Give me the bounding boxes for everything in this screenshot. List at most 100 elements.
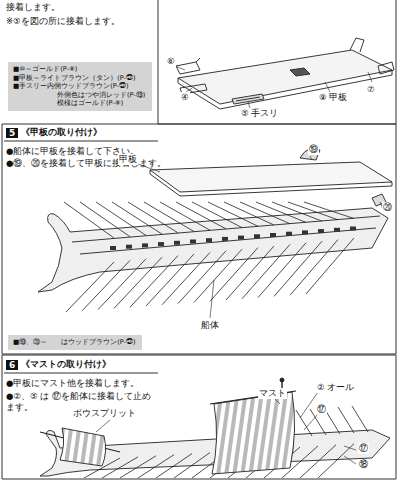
paint-note: ■甲板～ライトブラウン（タン）(P-㉗)	[13, 74, 147, 83]
step-title: 《甲板の取り付け》	[21, 127, 102, 139]
oar	[274, 241, 322, 296]
paint-note: ■⑲、⑳～ はウッドブラウン(P-㉗)	[13, 338, 137, 347]
callout-label: 甲板	[118, 154, 138, 165]
oar-port	[190, 240, 196, 244]
oar-port	[142, 243, 148, 247]
oar	[178, 251, 226, 304]
step-number: 6	[6, 360, 18, 370]
oar-port	[158, 242, 164, 246]
oar-port	[350, 227, 356, 231]
oar-port	[286, 232, 292, 236]
oar	[258, 243, 306, 298]
oar-port	[238, 236, 244, 240]
part-7	[378, 62, 394, 74]
callout-label: ⑰	[316, 404, 327, 415]
oar-port	[270, 233, 276, 237]
oar-port	[206, 238, 212, 242]
callout-label: ④	[180, 92, 190, 103]
step-frame	[2, 124, 396, 354]
oars	[64, 202, 354, 312]
callout-label: ⑨ 甲板	[318, 92, 348, 103]
instruction-text: ●甲板にマスト他を接着します。	[6, 378, 139, 389]
callout-label: マスト	[258, 388, 287, 399]
paint-note: ■手スリー内側ウッドブラウン(P-㉗)	[13, 82, 147, 91]
callout-label: 船体	[200, 320, 220, 331]
oar-port	[110, 246, 116, 250]
oar	[194, 249, 242, 302]
oar-ports	[110, 227, 356, 251]
paint-note-box: ■⑲、⑳～ はウッドブラウン(P-㉗)	[8, 335, 142, 350]
oar	[352, 406, 368, 432]
oar	[156, 454, 192, 478]
oar	[120, 456, 156, 478]
oar	[146, 254, 194, 306]
paint-note-box: ■⑩～ゴールド(P-⑧)■甲板～ライトブラウン（タン）(P-㉗)■手スリー内側ウ…	[8, 62, 152, 111]
oar	[296, 410, 312, 436]
leader-lines	[138, 156, 384, 318]
step-heading: 5《甲板の取り付け》	[4, 126, 104, 140]
mast-top	[280, 378, 284, 382]
oar-port	[254, 234, 260, 238]
callout-label: ⑳	[382, 202, 393, 213]
paint-note: 外側色はつや消レッド(P-⑬)	[13, 91, 147, 100]
oar	[290, 240, 338, 296]
main-sail	[212, 392, 295, 474]
step-frame	[2, 355, 396, 479]
instruction-text: ●⑲、⑳を接着して甲板に接着します。	[6, 158, 166, 169]
oar	[102, 457, 138, 478]
callout-label: ⑱	[358, 459, 369, 470]
leader-lines	[175, 66, 372, 108]
instruction-text: 接着します。	[6, 2, 60, 13]
deck-part	[175, 38, 394, 109]
step-heading: 6《マストの取り付け》	[4, 358, 113, 372]
oar	[306, 238, 354, 294]
oar-port	[222, 237, 228, 241]
oar	[210, 248, 258, 302]
bowsprit-sail	[60, 428, 106, 466]
paint-note: 模様はゴールド(P-⑧)	[13, 99, 147, 108]
oar	[338, 407, 354, 433]
step-number: 5	[6, 128, 18, 138]
oar-port	[174, 241, 180, 245]
oar	[114, 257, 162, 308]
hull-wale	[72, 216, 380, 254]
oar-port	[318, 229, 324, 233]
oar	[162, 252, 210, 304]
oar-port	[302, 230, 308, 234]
oar	[174, 453, 210, 479]
oar	[130, 256, 178, 308]
band-rule	[4, 141, 158, 142]
oar	[304, 202, 354, 219]
oar	[300, 445, 336, 478]
hull-step5	[38, 148, 392, 318]
oar	[98, 259, 146, 310]
oar	[318, 444, 354, 478]
oar	[138, 455, 174, 478]
callout-label: ⑥	[166, 56, 176, 67]
instruction-text: ※⑤を図の所に接着します。	[6, 16, 120, 27]
deck-fitting	[350, 38, 364, 52]
callout-label: ⑰	[358, 443, 369, 454]
callout-label: ⑤ 手スリ	[240, 108, 279, 119]
oar-port	[126, 245, 132, 249]
leader-lines	[96, 392, 356, 464]
callout-label: ② オール	[316, 382, 355, 393]
deck-edge	[150, 170, 392, 196]
callout-label: ボウスプリット	[72, 408, 137, 419]
callout-label: ⑲	[308, 144, 319, 155]
part-6	[176, 58, 200, 74]
oar	[82, 260, 130, 310]
oar	[66, 262, 114, 312]
paint-note: ■⑩～ゴールド(P-⑧)	[13, 65, 147, 74]
step-frame	[158, 0, 396, 124]
band-rule	[4, 373, 158, 374]
deck-edge	[178, 70, 392, 109]
deck-hatch	[290, 68, 310, 76]
oar	[242, 244, 290, 298]
oar	[226, 246, 274, 300]
oar-port	[334, 228, 340, 232]
step-title: 《マストの取り付け》	[21, 359, 111, 371]
callout-label: ⑦	[366, 84, 376, 95]
